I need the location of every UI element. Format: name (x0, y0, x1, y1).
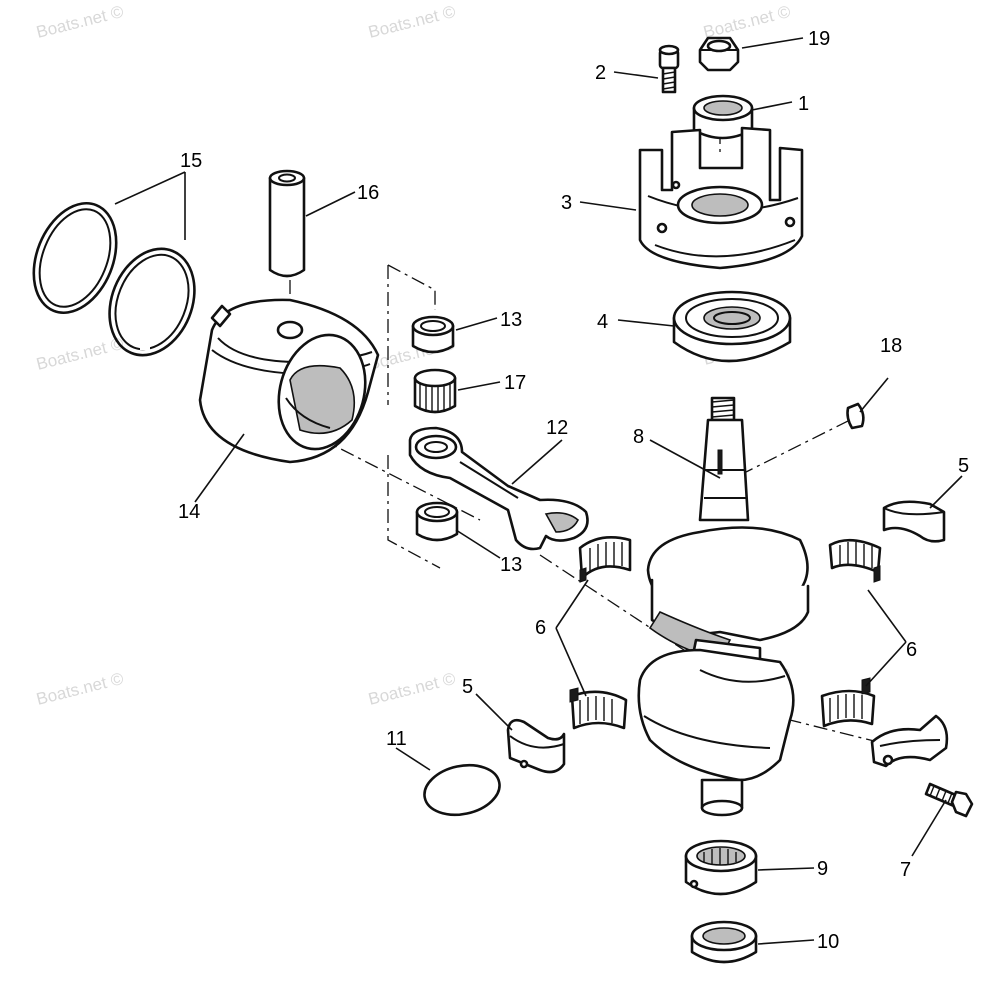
callout-2: 2 (595, 62, 606, 84)
callout-4: 4 (597, 311, 608, 333)
callout-17: 17 (504, 372, 526, 394)
needle-cage-part-6-left-lower (569, 687, 628, 730)
watermark: Boats.net © (34, 334, 125, 374)
callout-3: 3 (561, 192, 572, 214)
callout-10: 10 (817, 931, 839, 953)
callout-9: 9 (817, 858, 828, 880)
callout-13-lower: 13 (500, 554, 522, 576)
connecting-rod-part-12 (408, 426, 589, 551)
needle-cage-part-6-left-upper (578, 536, 632, 583)
wrist-pin-part-16 (268, 169, 306, 278)
watermark: Boats.net © (366, 669, 457, 709)
watermark: Boats.net © (34, 2, 125, 42)
piston-rings-part-15 (32, 201, 196, 357)
callout-8: 8 (633, 426, 644, 448)
cap-screw-part-7 (924, 782, 974, 818)
bearing-half-part-5-lower (506, 718, 566, 774)
callout-11: 11 (386, 728, 407, 750)
leader-lines (114, 37, 963, 945)
bearing-half-part-5-right-lower (870, 714, 949, 768)
callout-18: 18 (880, 335, 902, 357)
crankshaft-part-8 (637, 396, 810, 817)
needle-cage-part-6-right-upper (828, 538, 882, 583)
callout-6-right: 6 (906, 639, 917, 661)
callout-1: 1 (798, 93, 809, 115)
seal-part-10 (690, 920, 758, 964)
roller-bearing-part-9 (684, 839, 758, 896)
callout-14: 14 (178, 501, 200, 523)
ball-bearing-part-4 (672, 290, 792, 363)
shim-part-11 (423, 763, 501, 817)
piston-part-14 (198, 298, 380, 464)
callout-12: 12 (546, 417, 568, 439)
bearing-half-part-5-upper (882, 500, 946, 543)
nut-part-19 (698, 36, 740, 72)
woodruff-key-part-18 (846, 402, 865, 430)
bearing-housing-part-3 (638, 126, 804, 270)
callout-6-left: 6 (535, 617, 546, 639)
callout-19: 19 (808, 28, 830, 50)
watermark: Boats.net © (366, 2, 457, 42)
needle-bearing-part-17 (413, 368, 457, 414)
bushing-part-13-upper (411, 315, 455, 354)
watermark: Boats.net © (34, 669, 125, 709)
callout-5-lower: 5 (462, 676, 473, 698)
callout-5-upper: 5 (958, 455, 969, 477)
callout-7: 7 (900, 859, 911, 881)
callout-13-upper: 13 (500, 309, 522, 331)
callout-16: 16 (357, 182, 379, 204)
callout-15: 15 (180, 150, 202, 172)
callout-numbers: 19 2 1 3 4 18 8 5 12 15 16 13 17 13 14 6… (178, 28, 969, 953)
bushing-part-13-lower (415, 501, 459, 542)
screw-part-2 (658, 44, 680, 94)
watermark: Boats.net © (701, 2, 792, 42)
